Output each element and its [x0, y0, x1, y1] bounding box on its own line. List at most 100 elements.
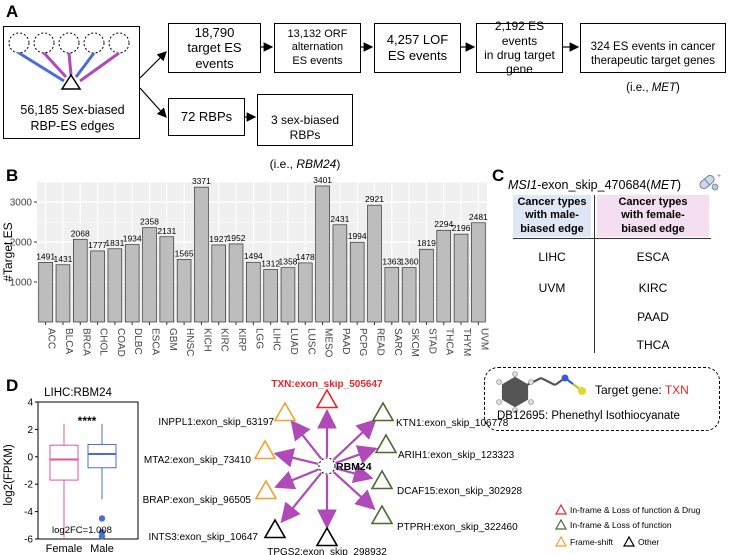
orf-alternation-box: 13,132 ORF alternation ES events — [274, 23, 361, 73]
bar-value-label: 2921 — [365, 194, 384, 204]
x-tick-label: READ — [375, 328, 386, 356]
male-cancer-lihc: LIHC — [538, 250, 566, 264]
title-event: -exon_skip_470684( — [537, 178, 651, 192]
y-axis-label: #Target ES — [1, 222, 15, 281]
title-gene: MET — [650, 178, 677, 192]
rbp-es-network-icon — [8, 32, 130, 90]
bar-skcm — [401, 267, 417, 323]
female-cancer-kirc: KIRC — [638, 281, 668, 295]
node-brap-triangle — [254, 479, 278, 500]
node-ktn1-triangle — [371, 401, 395, 422]
target-es-bar-chart: 1491143120681777183119342358213115653371… — [1, 175, 489, 358]
x-tick-label: STAD — [426, 328, 437, 354]
legend-label: Frame-shift — [570, 537, 614, 547]
met-example-gene: MET — [651, 82, 676, 95]
sex-biased-cancer-table: Cancer types with male- biased edge Canc… — [513, 195, 711, 355]
bar-acc — [38, 262, 53, 323]
bar-value-label: 1360 — [400, 257, 419, 267]
x-tick-label: LIHC — [271, 328, 282, 351]
panel-a-arrows — [139, 42, 580, 122]
y-tick-label: 1000 — [10, 278, 33, 289]
x-tick-label: UVM — [478, 328, 489, 350]
box-female — [49, 444, 79, 481]
x-tick-label: CHOL — [98, 328, 109, 356]
panel-c-title: MSI1-exon_skip_470684(MET) — [508, 178, 681, 192]
boxplot-frame — [37, 401, 139, 540]
x-tick-label: SARC — [392, 328, 403, 356]
bar-value-label: 1358 — [279, 257, 298, 267]
bar-value-label: 2068 — [71, 228, 90, 238]
edge-ktn1 — [332, 419, 377, 461]
bar-thym — [453, 233, 469, 323]
significance-stars: **** — [78, 414, 97, 428]
bar-value-label: 1565 — [175, 248, 194, 258]
drug-target-gene-box: 2,192 ES events in drug target gene — [476, 19, 563, 76]
sex-biased-edges-label: 56,185 Sex-biased RBP-ES edges — [20, 103, 125, 133]
bar-paad — [332, 224, 348, 323]
boxplot-title: LIHC:RBM24 — [44, 387, 112, 399]
edge-brap — [274, 468, 320, 490]
boxplot-y-label: log2(FPKM) — [3, 444, 15, 506]
table-header-rule — [513, 238, 711, 239]
x-tick-label: LUSC — [305, 328, 316, 355]
panel-letter-c: C — [492, 166, 505, 185]
x-tick-label: THYM — [461, 328, 472, 356]
x-tick-label: LUAD — [288, 328, 299, 355]
node-label-mta2: MTA2:exon_skip_73410 — [144, 455, 252, 466]
edge-arih1 — [335, 445, 378, 465]
table-column-divider — [594, 195, 595, 353]
bar-lusc — [297, 262, 313, 323]
node-ints3-triangle — [263, 518, 287, 539]
node-ptprh-triangle — [370, 504, 394, 525]
bar-chol — [90, 250, 105, 323]
drug-target-text: Target gene: TXN — [595, 383, 689, 397]
node-inppl1-triangle — [273, 401, 297, 422]
x-tick-label: ACC — [46, 328, 57, 349]
lof-es-events-box: 4,257 LOF ES events — [374, 23, 461, 73]
panel-letter-a: A — [6, 2, 19, 21]
svg-text:+: + — [717, 173, 721, 180]
node-txn-triangle — [315, 388, 339, 409]
x-tick-label: DLBC — [132, 328, 143, 355]
bar-value-label: 1312 — [261, 259, 280, 269]
drug-capsule-icon: + — [699, 173, 721, 191]
title-rbp: MSI1 — [508, 178, 538, 192]
male-cancer-uvm: UVM — [538, 281, 566, 295]
bar-sarc — [384, 267, 400, 323]
phenethyl-isothiocyanate-structure-icon — [496, 371, 586, 413]
drug-target-gene: TXN — [664, 383, 689, 397]
bar-kirp — [228, 243, 244, 323]
met-example-open: (i.e., — [626, 82, 652, 95]
y-tick-label: 2000 — [10, 238, 33, 249]
panel-letter-d: D — [6, 376, 19, 395]
rbm24-example-gene: RBM24 — [296, 156, 337, 171]
bar-value-label: 2196 — [452, 223, 471, 233]
edge-ptprh — [332, 471, 376, 511]
target-es-events-box: 18,790 target ES events — [168, 23, 261, 73]
bar-uvm — [471, 222, 486, 323]
bar-value-label: 2131 — [157, 226, 176, 236]
legend-triangle — [554, 503, 568, 515]
bar-value-label: 2294 — [434, 219, 453, 229]
y-tick-label: 3000 — [10, 198, 33, 209]
female-header: Cancer types with female- biased edge — [597, 195, 709, 237]
legend-triangle — [554, 518, 568, 530]
bar-value-label: 1431 — [54, 254, 73, 264]
boxplot-y-tick-label: 4 — [27, 398, 33, 409]
bar-value-label: 1927 — [209, 234, 228, 244]
sex-biased-rbps-label: 3 sex-biased RBPs — [270, 113, 340, 142]
bar-blca — [55, 264, 71, 323]
x-tick-label: PCPG — [357, 328, 368, 357]
node-label-txn: TXN:exon_skip_505647 — [271, 380, 383, 390]
title-close: ) — [676, 178, 682, 192]
node-label-brap: BRAP:exon_skip_96505 — [143, 495, 252, 506]
bar-value-label: 2481 — [469, 212, 488, 222]
x-tick-label: PAAD — [340, 328, 351, 355]
x-tick-label: ESCA — [150, 328, 161, 356]
boxplot-y-tick-label: 2 — [27, 425, 33, 436]
legend-triangle — [554, 535, 568, 547]
x-tick-label: SKCM — [409, 328, 420, 357]
boxplot-y-tick-label: -4 — [24, 507, 33, 518]
bar-value-label: 1934 — [123, 234, 142, 244]
bar-luad — [280, 267, 296, 323]
